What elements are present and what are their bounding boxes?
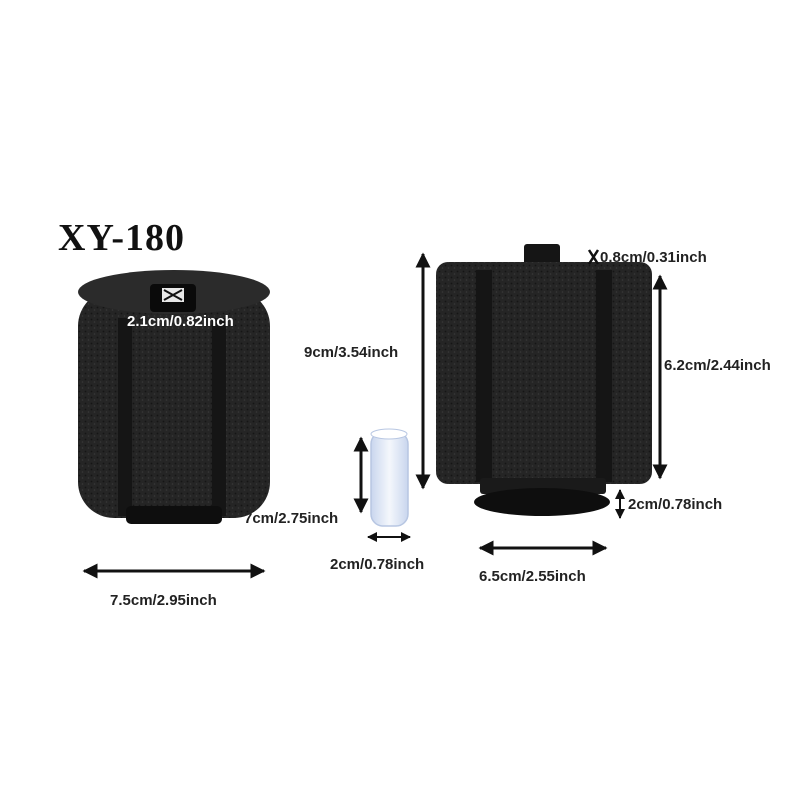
nozzle-label: 0.8cm/0.31inch — [600, 249, 707, 266]
tube-width-label: 2cm/0.78inch — [330, 556, 425, 573]
left-width-label: 7.5cm/2.95inch — [110, 592, 217, 609]
right-width-label: 6.5cm/2.55inch — [479, 568, 586, 585]
lift-tube — [370, 428, 409, 527]
right-sponge-filter — [436, 244, 652, 516]
base-height-label: 2cm/0.78inch — [628, 496, 723, 513]
total-height-label: 9cm/3.54inch — [304, 344, 399, 361]
top-outlet-label: 2.1cm/0.82inch — [127, 313, 234, 330]
dimension-arrows — [82, 249, 668, 579]
nozzle-mark-icon — [587, 249, 600, 265]
tube-height-label: 7cm/2.75inch — [244, 510, 339, 527]
sponge-height-label: 6.2cm/2.44inch — [664, 357, 771, 374]
model-title: XY-180 — [58, 217, 186, 259]
left-sponge-filter — [78, 270, 270, 524]
base-icon — [474, 488, 610, 516]
